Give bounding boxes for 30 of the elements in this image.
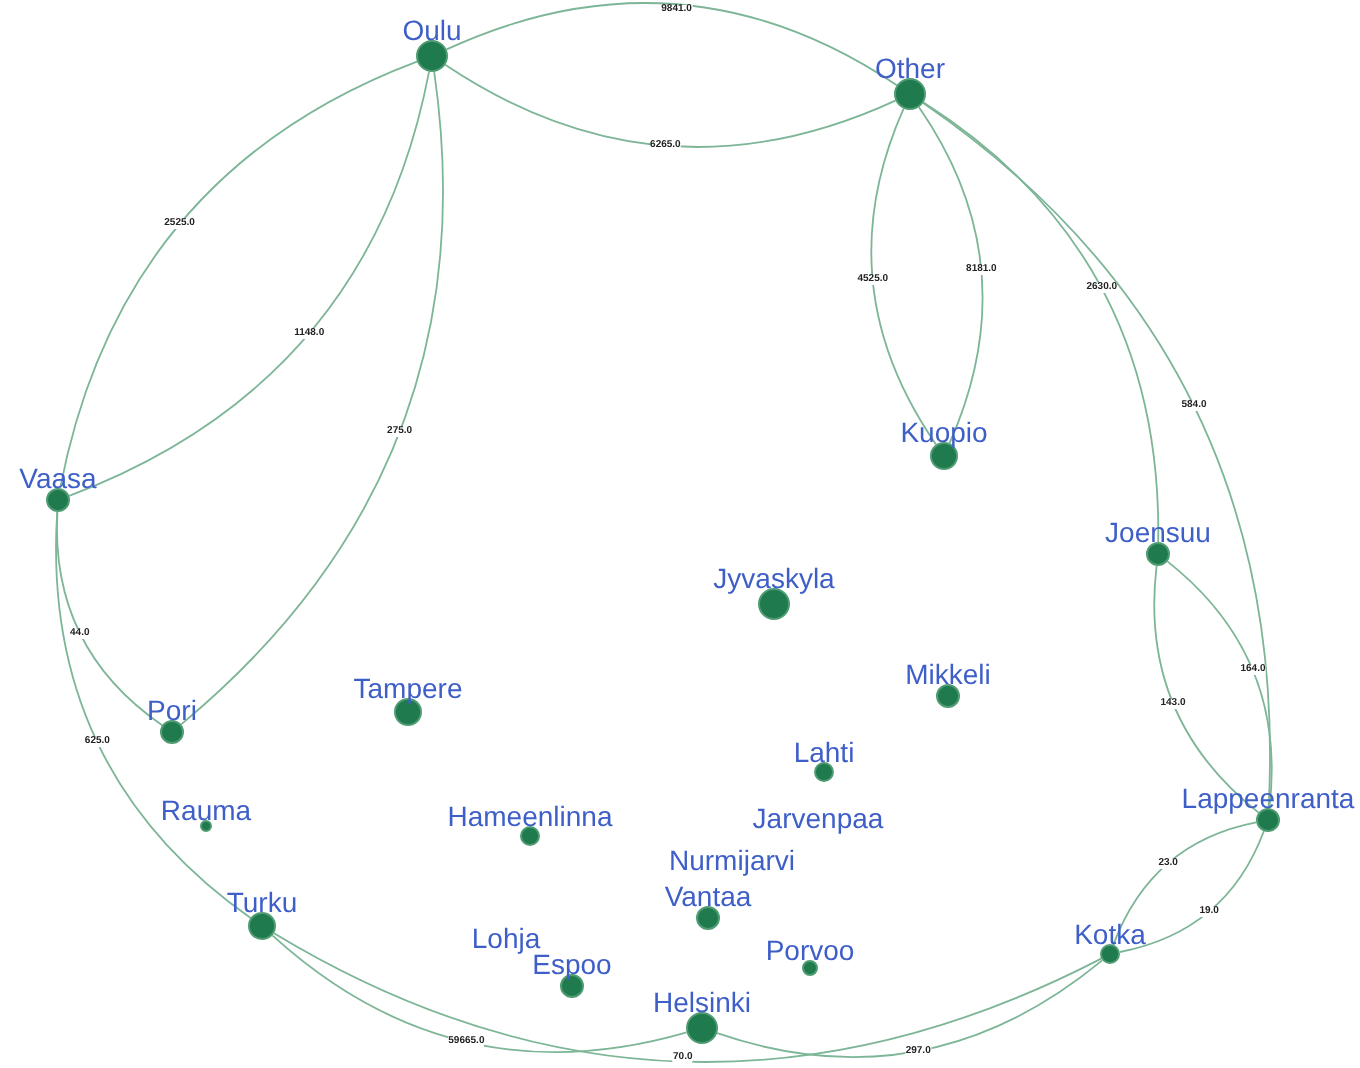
node-label: Espoo [532, 950, 612, 980]
connection-line [55, 511, 252, 919]
node-label: Turku [226, 888, 298, 918]
node-label: Jyvaskyla [713, 564, 835, 594]
connection-line [444, 63, 897, 148]
node-label: Jarvenpaa [752, 803, 884, 833]
connection-line [922, 102, 1271, 809]
connection-line [918, 106, 984, 445]
connection-line [273, 932, 1103, 1063]
node-label: Mikkeli [905, 660, 991, 690]
node-label: Rauma [160, 796, 252, 826]
node-label: Nurmijarvi [669, 845, 795, 875]
node-label: Lohja [471, 923, 541, 953]
node-label: Other [875, 54, 945, 84]
node-label: Lahti [793, 738, 855, 768]
node-label: Hameenlinna [447, 802, 613, 832]
connection-line [180, 70, 444, 726]
connection-line [1153, 565, 1260, 814]
connection-line [870, 107, 937, 446]
node-label: Oulu [402, 16, 462, 46]
node-label: Vantaa [664, 882, 752, 912]
connection-line [1166, 560, 1273, 809]
node-label: Helsinki [653, 988, 751, 1018]
node-label: Tampere [353, 674, 463, 704]
connection-line [716, 959, 1104, 1058]
connection-line [445, 2, 898, 87]
connection-line [922, 101, 1160, 543]
node-label: Porvoo [765, 936, 855, 966]
connection-line [271, 934, 688, 1053]
node-label: Pori [147, 696, 197, 726]
